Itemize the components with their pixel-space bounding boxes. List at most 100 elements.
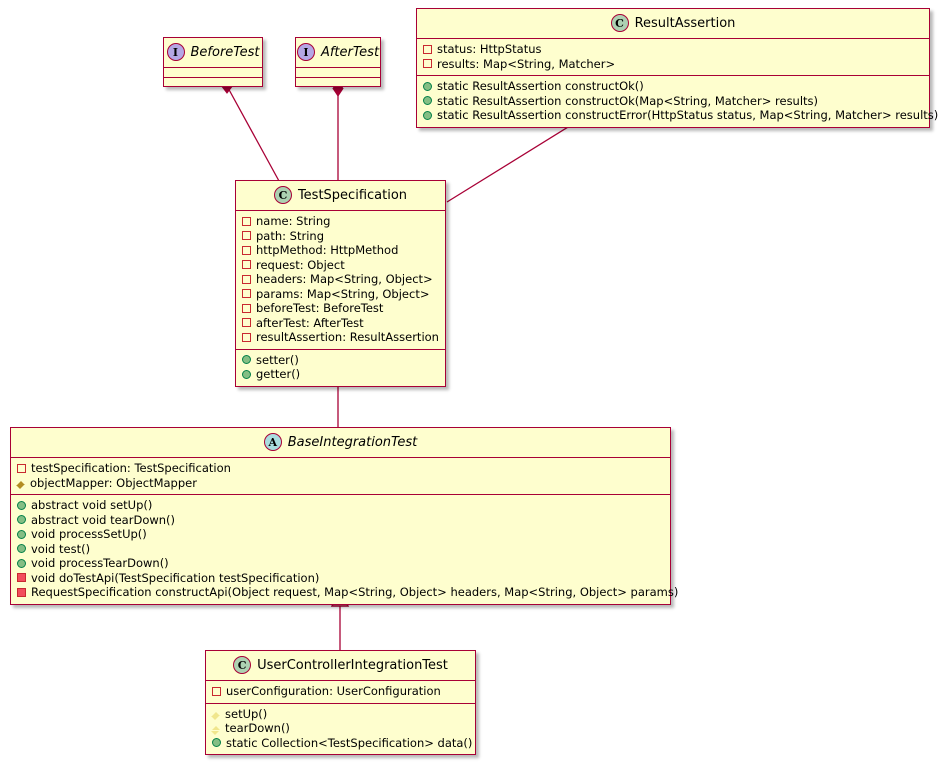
- field-row: beforeTest: BeforeTest: [240, 301, 441, 316]
- method-row: tearDown(): [210, 721, 471, 736]
- public-method-icon: [242, 369, 251, 379]
- node-name: ResultAssertion: [634, 15, 736, 31]
- field-label: headers: Map<String, Object>: [256, 272, 433, 286]
- fields-section: testSpecification: TestSpecification obj…: [11, 458, 670, 494]
- public-method-icon: [17, 515, 26, 525]
- class-node-user-controller-integration-test[interactable]: C UserControllerIntegrationTest userConf…: [205, 650, 476, 755]
- field-row: params: Map<String, Object>: [240, 287, 441, 302]
- methods-section: abstract void setUp() abstract void tear…: [11, 494, 678, 604]
- method-label: tearDown(): [225, 721, 290, 735]
- field-label: request: Object: [256, 257, 345, 272]
- method-label: setUp(): [225, 706, 268, 721]
- methods-section: setter() getter(): [236, 348, 445, 386]
- field-row: status: HttpStatus: [421, 42, 925, 57]
- method-row: getter(): [240, 367, 441, 382]
- public-method-icon: [242, 355, 251, 365]
- private-field-icon: [242, 318, 251, 328]
- protected-method-icon: [211, 722, 220, 735]
- class-node-before-test[interactable]: I BeforeTest: [163, 37, 263, 87]
- method-row: static ResultAssertion constructError(Ht…: [421, 108, 938, 123]
- methods-section: setUp() tearDown() static Collection<Tes…: [206, 702, 475, 755]
- field-row: httpMethod: HttpMethod: [240, 243, 441, 258]
- public-method-icon: [17, 500, 26, 510]
- protected-method-icon: [211, 708, 220, 721]
- private-field-icon: [212, 686, 221, 696]
- fields-section: status: HttpStatus results: Map<String, …: [417, 39, 929, 75]
- field-row: headers: Map<String, Object>: [240, 272, 441, 287]
- interface-badge-icon: I: [296, 43, 315, 61]
- public-method-icon: [423, 96, 432, 106]
- public-method-icon: [17, 529, 26, 539]
- method-row: void test(): [15, 542, 666, 557]
- class-badge-icon: C: [610, 14, 629, 32]
- private-field-icon: [242, 332, 251, 342]
- field-label: beforeTest: BeforeTest: [256, 301, 384, 315]
- method-label: void processTearDown(): [31, 556, 169, 570]
- fields-section: [296, 68, 380, 77]
- node-name: UserControllerIntegrationTest: [257, 657, 448, 673]
- private-field-icon: [242, 274, 251, 284]
- class-node-result-assertion[interactable]: C ResultAssertion status: HttpStatus res…: [416, 8, 938, 128]
- public-method-icon: [423, 81, 432, 91]
- class-node-after-test[interactable]: I AfterTest: [295, 37, 381, 87]
- node-title-bar: I BeforeTest: [164, 38, 262, 68]
- method-label: abstract void setUp(): [31, 498, 153, 512]
- method-label: void test(): [31, 541, 91, 556]
- private-field-icon: [242, 289, 251, 299]
- method-row: RequestSpecification constructApi(Object…: [15, 585, 678, 600]
- field-label: params: Map<String, Object>: [256, 286, 430, 301]
- fields-section: [164, 68, 262, 77]
- node-title-bar: A BaseIntegrationTest: [11, 428, 670, 458]
- private-field-icon: [242, 260, 251, 270]
- method-row: static ResultAssertion constructOk(Map<S…: [421, 94, 925, 109]
- method-row: void processSetUp(): [15, 527, 666, 542]
- method-row: void processTearDown(): [15, 556, 666, 571]
- field-row: afterTest: AfterTest: [240, 316, 441, 331]
- fields-section: userConfiguration: UserConfiguration: [206, 681, 475, 703]
- field-row: userConfiguration: UserConfiguration: [210, 684, 471, 699]
- node-title-bar: C ResultAssertion: [417, 9, 929, 39]
- field-row: request: Object: [240, 258, 441, 273]
- method-row: static Collection<TestSpecification> dat…: [210, 736, 472, 751]
- edge-beforetest-testspecification: [221, 79, 280, 182]
- method-label: void doTestApi(TestSpecification testSpe…: [31, 570, 320, 585]
- private-method-icon: [17, 587, 26, 597]
- node-name: BaseIntegrationTest: [287, 434, 418, 450]
- private-method-icon: [17, 573, 26, 583]
- field-label: httpMethod: HttpMethod: [256, 243, 399, 257]
- field-label: results: Map<String, Matcher>: [437, 56, 616, 71]
- fields-section: name: String path: String httpMethod: Ht…: [236, 211, 445, 349]
- field-label: afterTest: AfterTest: [256, 315, 364, 330]
- field-row: resultAssertion: ResultAssertion: [240, 330, 441, 345]
- method-label: abstract void tearDown(): [31, 512, 176, 527]
- methods-section: static ResultAssertion constructOk() sta…: [417, 75, 938, 127]
- field-row: objectMapper: ObjectMapper: [15, 476, 666, 491]
- field-label: testSpecification: TestSpecification: [31, 461, 231, 475]
- class-badge-icon: C: [233, 656, 252, 674]
- field-row: name: String: [240, 214, 441, 229]
- node-title-bar: C UserControllerIntegrationTest: [206, 651, 475, 681]
- field-label: path: String: [256, 228, 324, 243]
- interface-badge-icon: I: [166, 43, 185, 61]
- method-row: void doTestApi(TestSpecification testSpe…: [15, 571, 666, 586]
- field-row: path: String: [240, 229, 441, 244]
- public-method-icon: [212, 738, 221, 748]
- private-field-icon: [242, 216, 251, 226]
- public-method-icon: [423, 110, 432, 120]
- public-method-icon: [17, 558, 26, 568]
- public-method-icon: [17, 544, 26, 554]
- field-row: testSpecification: TestSpecification: [15, 461, 666, 476]
- private-field-icon: [242, 231, 251, 241]
- class-node-base-integration-test[interactable]: A BaseIntegrationTest testSpecification:…: [10, 427, 678, 605]
- field-label: resultAssertion: ResultAssertion: [256, 330, 439, 344]
- private-field-icon: [242, 245, 251, 255]
- class-node-test-specification[interactable]: C TestSpecification name: String path: S…: [235, 180, 446, 387]
- method-label: static ResultAssertion constructOk(Map<S…: [437, 93, 819, 108]
- method-row: setUp(): [210, 707, 471, 722]
- node-name: TestSpecification: [297, 187, 408, 203]
- field-label: userConfiguration: UserConfiguration: [226, 684, 441, 698]
- method-row: setter(): [240, 353, 441, 368]
- method-label: static ResultAssertion constructOk(): [437, 79, 644, 93]
- private-field-icon: [423, 59, 432, 69]
- method-label: setter(): [256, 352, 299, 367]
